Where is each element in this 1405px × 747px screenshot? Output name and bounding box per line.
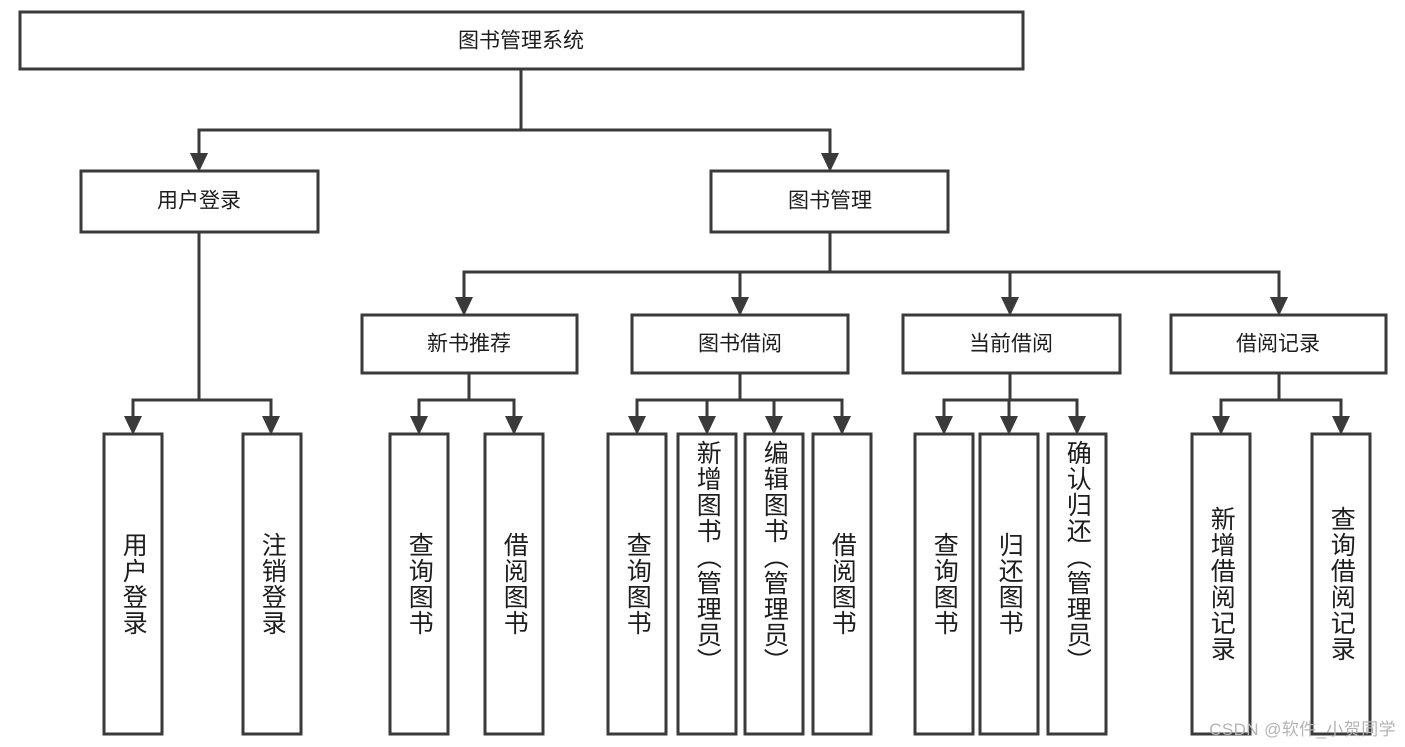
arrow-head-leaf-query-book-recommend: [410, 416, 428, 435]
arrow-head-leaf-edit-book-admin: [765, 416, 783, 435]
arrow-head-leaf-borrow-book-recommend: [505, 416, 523, 435]
leaf-node-group: [102, 432, 1372, 736]
node-user-login-box[interactable]: [79, 169, 320, 234]
arrow-head-book-borrow: [731, 297, 749, 316]
arrow-head-leaf-borrow-book: [833, 416, 851, 435]
node-book-management-label: 图书管理: [788, 190, 872, 213]
node-current-borrow-label: 当前借阅: [969, 333, 1053, 356]
arrow-head-user-login: [190, 153, 208, 172]
connector-user-login-to-leaves: [131, 230, 273, 421]
node-book-borrow[interactable]: 图书借阅: [630, 313, 850, 375]
node-book-borrow-label: 图书借阅: [698, 333, 782, 356]
connector-group: [124, 67, 1350, 435]
node-new-book-recommend[interactable]: 新书推荐: [360, 313, 579, 375]
node-leaf-confirm-return-admin-box[interactable]: [1046, 432, 1108, 736]
connector-root-to-level2: [197, 67, 832, 158]
node-borrow-record[interactable]: 借阅记录: [1169, 313, 1388, 375]
arrow-head-leaf-confirm-return-admin: [1068, 416, 1086, 435]
node-book-management[interactable]: 图书管理: [709, 169, 950, 234]
connector-book-management-to-level3: [462, 230, 1281, 302]
node-root-box[interactable]: [18, 10, 1025, 71]
node-current-borrow[interactable]: 当前借阅: [901, 313, 1122, 375]
node-leaf-edit-book-admin-box[interactable]: [743, 432, 805, 736]
node-leaf-logout-login-box[interactable]: [241, 432, 303, 736]
node-user-login-label: 用户登录: [157, 190, 241, 213]
node-leaf-borrow-book-recommend-box[interactable]: [483, 432, 545, 736]
arrow-head-leaf-logout-login: [262, 416, 280, 435]
arrow-head-book-management: [821, 153, 839, 172]
arrow-head-leaf-query-book-borrow: [628, 416, 646, 435]
arrow-head-current-borrow: [1001, 297, 1019, 316]
arrow-head-new-book-recommend: [455, 297, 473, 316]
node-book-management-box[interactable]: [709, 169, 950, 234]
node-leaf-query-borrow-record-box[interactable]: [1310, 432, 1372, 736]
node-root-label: 图书管理系统: [458, 30, 584, 53]
connector-new-book-recommend-to-leaves: [417, 371, 516, 421]
arrow-head-leaf-query-book-current: [935, 416, 953, 435]
node-root[interactable]: 图书管理系统: [18, 10, 1025, 71]
node-new-book-recommend-box[interactable]: [360, 313, 579, 375]
node-borrow-record-box[interactable]: [1169, 313, 1388, 375]
arrow-head-borrow-record: [1270, 297, 1288, 316]
arrow-head-leaf-add-borrow-record: [1212, 416, 1230, 435]
node-leaf-add-book-admin-box[interactable]: [676, 432, 738, 736]
connector-book-borrow-to-leaves: [635, 371, 844, 421]
connector-borrow-record-to-leaves: [1219, 371, 1343, 421]
node-borrow-record-label: 借阅记录: [1236, 333, 1320, 356]
arrow-head-leaf-user-login: [124, 416, 142, 435]
node-leaf-user-login-box[interactable]: [102, 432, 164, 736]
node-leaf-query-book-borrow-box[interactable]: [606, 432, 668, 736]
node-leaf-add-borrow-record-box[interactable]: [1190, 432, 1252, 736]
node-leaf-query-book-recommend-box[interactable]: [388, 432, 450, 736]
csdn-watermark: CSDN @软件_小贺同学: [1209, 720, 1396, 739]
node-leaf-return-book-box[interactable]: [978, 432, 1040, 736]
connector-current-borrow-to-leaves: [942, 371, 1079, 421]
arrow-head-leaf-query-borrow-record: [1332, 416, 1350, 435]
arrow-head-leaf-add-book-admin: [698, 416, 716, 435]
node-leaf-query-book-current-box[interactable]: [913, 432, 975, 736]
node-new-book-recommend-label: 新书推荐: [427, 333, 511, 356]
node-book-borrow-box[interactable]: [630, 313, 850, 375]
node-leaf-borrow-book-box[interactable]: [811, 432, 873, 736]
arrow-head-leaf-return-book: [1000, 416, 1018, 435]
node-user-login[interactable]: 用户登录: [79, 169, 320, 234]
node-current-borrow-box[interactable]: [901, 313, 1122, 375]
